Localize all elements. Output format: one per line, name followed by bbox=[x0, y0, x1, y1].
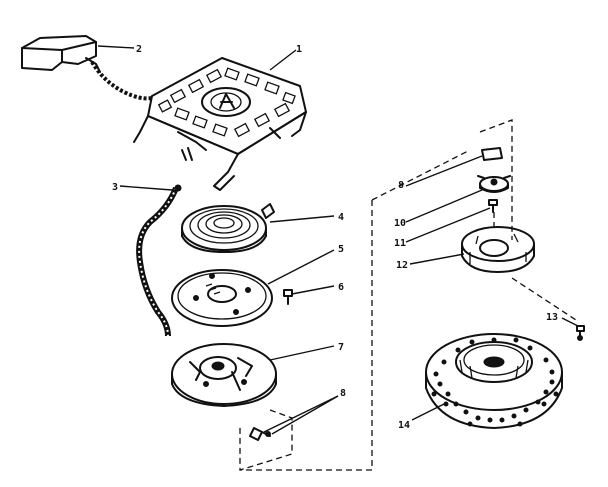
flywheel-14 bbox=[425, 333, 563, 429]
recoil-spring bbox=[181, 203, 275, 253]
callout-10: 10 bbox=[394, 218, 406, 229]
leader-lines bbox=[97, 45, 579, 435]
pawl bbox=[481, 147, 503, 161]
callout-7: 7 bbox=[338, 342, 344, 353]
handle-rope bbox=[90, 60, 153, 101]
callout-8-upper: 8 bbox=[398, 180, 404, 191]
starter-rope bbox=[136, 186, 179, 337]
callout-14: 14 bbox=[398, 420, 410, 431]
callout-4: 4 bbox=[338, 212, 344, 223]
retainer bbox=[477, 175, 511, 193]
screw-13 bbox=[576, 325, 585, 341]
callout-1: 1 bbox=[296, 44, 302, 55]
callout-13: 13 bbox=[546, 312, 558, 323]
starter-housing bbox=[133, 57, 307, 191]
callout-3: 3 bbox=[112, 182, 118, 193]
callout-2: 2 bbox=[136, 44, 142, 55]
callout-8-lower: 8 bbox=[340, 388, 346, 399]
spring-plate bbox=[171, 269, 273, 327]
callout-6: 6 bbox=[338, 282, 344, 293]
callout-11: 11 bbox=[394, 238, 406, 249]
screw-11 bbox=[488, 199, 498, 213]
callout-5: 5 bbox=[338, 244, 344, 255]
cup-12 bbox=[461, 226, 535, 273]
lower-pins bbox=[249, 427, 271, 441]
screw-6 bbox=[283, 289, 293, 305]
assembly-dashed-lines bbox=[239, 119, 577, 471]
pulley bbox=[171, 343, 277, 407]
callout-12: 12 bbox=[396, 260, 408, 271]
callout-labels: 1 2 3 4 5 6 7 8 8 10 11 12 13 14 bbox=[112, 44, 558, 431]
starter-handle bbox=[21, 35, 101, 73]
